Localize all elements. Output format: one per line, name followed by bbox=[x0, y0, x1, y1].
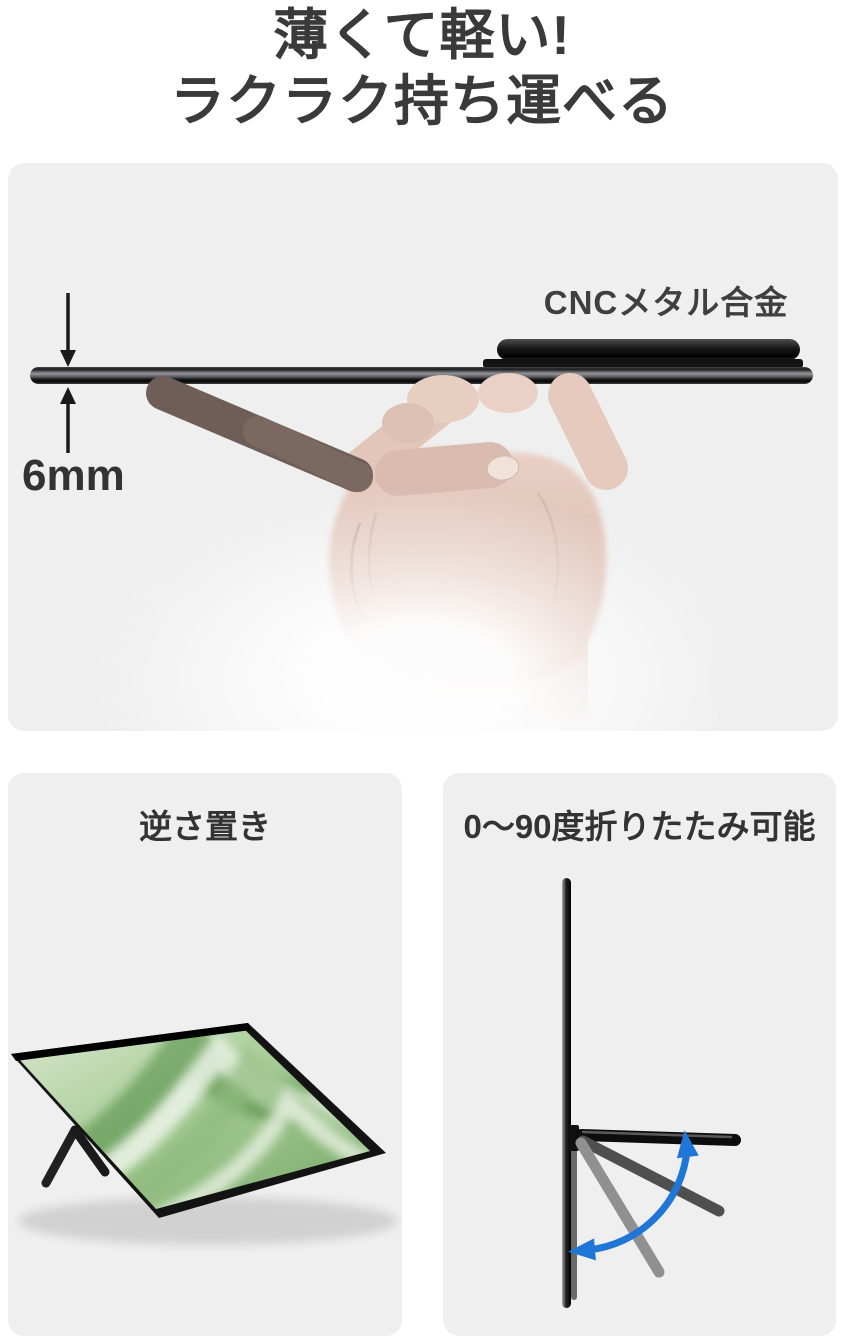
thickness-annotation bbox=[60, 293, 76, 453]
thickness-label: 6mm bbox=[22, 451, 125, 500]
kickstand-folded-position bbox=[571, 1145, 577, 1300]
monitor-front-image bbox=[11, 1023, 398, 1245]
monitor-side-profile bbox=[30, 367, 813, 384]
feature-card-title: 逆さ置き bbox=[139, 808, 271, 845]
kickstand-open-position bbox=[575, 1129, 741, 1146]
kickstand-base-plate bbox=[483, 359, 803, 368]
photo-fade-overlay bbox=[98, 493, 718, 731]
thickness-arrow-up-icon bbox=[60, 387, 76, 453]
feature-card-title: 0〜90度折りたたみ可能 bbox=[463, 808, 816, 845]
page-title: 薄くて軽い! ラクラク持ち運べる bbox=[0, 2, 844, 134]
hero-card: CNCメタル合金 bbox=[8, 163, 838, 731]
thickness-arrow-down-icon bbox=[60, 293, 76, 367]
fold-angle-diagram bbox=[562, 878, 741, 1308]
page-title-line-2: ラクラク持ち運べる bbox=[169, 70, 674, 132]
kickstand-mid-position bbox=[577, 1135, 725, 1217]
monitor-top-edge bbox=[11, 1023, 251, 1061]
rotation-arrow-icon bbox=[568, 1130, 699, 1261]
feature-card-reverse-placement: 逆さ置き bbox=[8, 773, 402, 1336]
kickstand bbox=[41, 1125, 110, 1188]
kickstand-low-position bbox=[575, 1137, 665, 1278]
material-label: CNCメタル合金 bbox=[543, 284, 789, 321]
monitor-shadow bbox=[18, 1197, 398, 1245]
page-title-line-1: 薄くて軽い! bbox=[273, 4, 571, 66]
feature-card-fold-angle: 0〜90度折りたたみ可能 bbox=[443, 773, 836, 1336]
folded-kickstand bbox=[497, 339, 800, 360]
monitor-side-profile bbox=[562, 878, 571, 1308]
